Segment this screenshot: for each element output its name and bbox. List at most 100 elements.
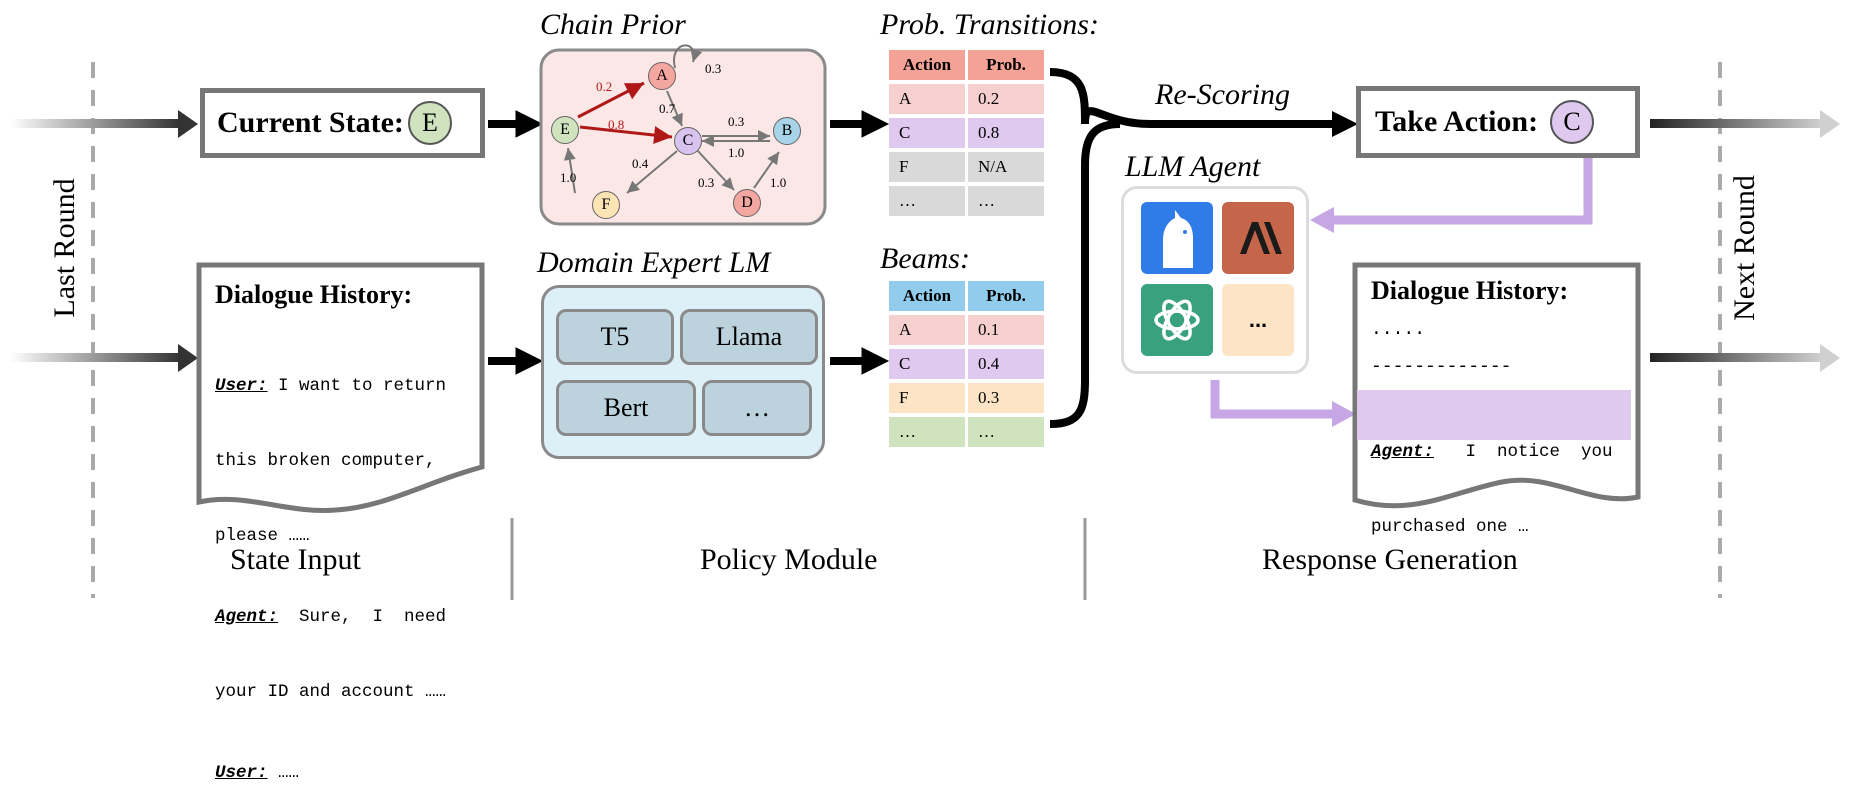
table-cell: C [889, 118, 965, 148]
incoming-arrow-state [10, 119, 180, 128]
speaker-label: User: [215, 763, 268, 783]
dialogue-title-text: Dialogue History [215, 280, 404, 309]
llama-icon [1141, 202, 1213, 274]
outgoing-arrow-history [1650, 353, 1822, 362]
dialogue-ellipsis: ..... [1371, 320, 1426, 340]
arrowhead [178, 110, 198, 138]
table-header: Action [889, 50, 965, 80]
table-cell: … [889, 186, 965, 216]
table-row: …… [889, 186, 1044, 216]
more-models-icon: ... [1222, 284, 1294, 356]
table-cell: 0.4 [968, 349, 1044, 379]
edge-label-a-c: 0.7 [659, 101, 676, 116]
chain-node-d: D [733, 189, 761, 217]
chain-prior-title: Chain Prior [540, 8, 686, 41]
chain-node-b: B [773, 117, 801, 145]
dialogue-divider: ------------- [1371, 357, 1512, 377]
arrowhead [1820, 344, 1840, 372]
outgoing-arrow-action [1650, 119, 1822, 128]
dialogue-line: this broken computer, [215, 449, 475, 474]
dialogue-line: Agent: Sure, I need [215, 605, 475, 630]
incoming-arrow-history [10, 353, 180, 362]
dialogue-history-left-body: User: I want to return this broken compu… [215, 324, 475, 811]
dialogue-title-text: Dialogue History [1371, 276, 1560, 305]
table-cell: 0.1 [968, 315, 1044, 345]
merge-bottom [1049, 120, 1121, 428]
section-label-state-input: State Input [230, 543, 361, 576]
chain-node-a: A [648, 62, 676, 90]
current-state-box: Current State: E [200, 88, 485, 158]
current-state-label: Current State: [217, 106, 404, 139]
anthropic-icon [1222, 202, 1294, 274]
table-cell: C [889, 349, 965, 379]
next-round-label: Next Round [1728, 175, 1761, 321]
edge-label-e-a: 0.2 [596, 79, 613, 94]
table-cell: … [889, 417, 965, 447]
edge-label-c-b: 0.3 [728, 114, 745, 129]
diagram-canvas [10, 44, 1840, 600]
speaker-label: Agent: [1371, 442, 1435, 462]
table-cell: F [889, 152, 965, 182]
dialogue-line: purchased one … [1371, 515, 1631, 540]
edge-label-c-f: 0.4 [632, 156, 649, 171]
dialogue-line: User: I want to return [215, 374, 475, 399]
domain-lm-box: T5 Llama Bert … [541, 285, 825, 459]
agent-response-highlight: Agent: I notice you purchased one … [1357, 390, 1631, 537]
model-bert: Bert [556, 380, 696, 436]
state-node-e: E [407, 101, 452, 145]
llm-agent-box: ... [1121, 186, 1309, 374]
section-label-policy-module: Policy Module [700, 543, 878, 576]
table-cell: 0.3 [968, 383, 1044, 413]
dialogue-line: User: …… [215, 761, 475, 786]
section-label-response-generation: Response Generation [1262, 543, 1518, 576]
arrowhead [1820, 110, 1840, 138]
dialogue-title-colon: : [403, 280, 413, 309]
table-cell: … [968, 186, 1044, 216]
edge-label-b-c: 1.0 [728, 145, 745, 160]
dialogue-text: your ID and account …… [215, 682, 447, 702]
action-node-c: C [1550, 100, 1595, 144]
chain-node-f: F [592, 191, 620, 219]
action-to-agent-connector [1330, 158, 1593, 225]
beams-title: Beams: [880, 242, 970, 275]
llm-agent-title: LLM Agent [1125, 150, 1261, 183]
speaker-label: User: [215, 376, 268, 396]
speaker-label: Agent: [215, 607, 279, 627]
model-t5: T5 [556, 309, 674, 365]
table-cell: A [889, 315, 965, 345]
edge-label-e-c: 0.8 [608, 117, 625, 132]
arrowhead [178, 344, 198, 372]
domain-lm-title: Domain Expert LM [537, 246, 771, 279]
edge-label-f-e: 1.0 [560, 170, 577, 185]
edge-label-d-b: 1.0 [770, 175, 787, 190]
merge-top [1049, 68, 1333, 128]
openai-icon [1141, 284, 1213, 356]
dialogue-text: purchased one … [1371, 517, 1529, 537]
dialogue-line: Agent: I notice you [1371, 440, 1631, 465]
edge-label-a-a: 0.3 [705, 61, 722, 76]
last-round-label: Last Round [48, 178, 81, 318]
table-header: Prob. [968, 281, 1044, 311]
dialogue-history-left-paper [196, 262, 485, 513]
dialogue-line: please …… [215, 524, 475, 549]
table-cell: A [889, 84, 965, 114]
prob-transitions-title: Prob. Transitions: [880, 8, 1099, 41]
table-cell: 0.8 [968, 118, 1044, 148]
table-header: Prob. [968, 50, 1044, 80]
dialogue-text: this broken computer, [215, 451, 436, 471]
dialogue-text: I want to return [267, 376, 447, 396]
dialogue-text: please …… [215, 526, 310, 546]
table-row: …… [889, 417, 1044, 447]
table-cell: 0.2 [968, 84, 1044, 114]
table-cell: F [889, 383, 965, 413]
take-action-box: Take Action: C [1356, 86, 1640, 158]
chain-node-c: C [674, 127, 702, 155]
table-cell: N/A [968, 152, 1044, 182]
